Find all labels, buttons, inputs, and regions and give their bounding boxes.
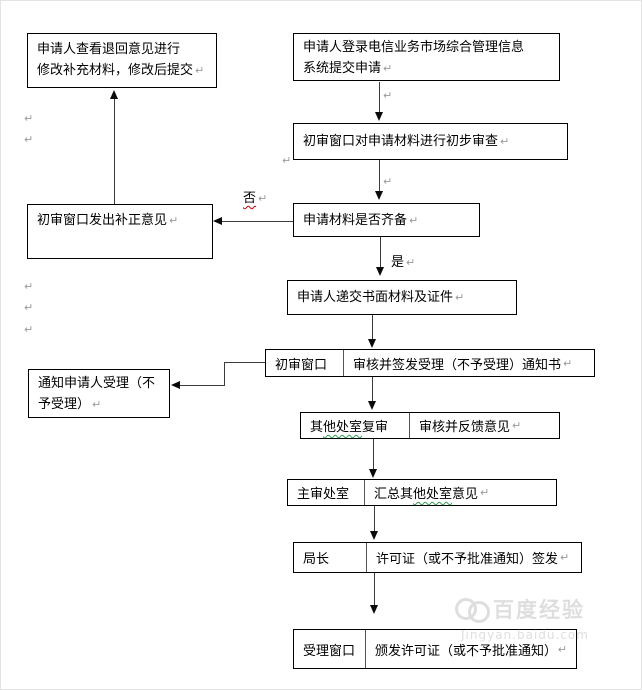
flow-row-accept-window: 受理窗口 颁发许可证（或不予批准通知）↵: [293, 629, 577, 669]
flow-row-initial-window: 初审窗口 审核并签发受理（不予受理）通知书↵: [265, 349, 595, 377]
flow-box-notify-line2: 予受理）↵: [38, 397, 102, 412]
pilcrow-mark: ↵: [383, 62, 393, 75]
flow-box-correction-notice-label: 初审窗口发出补正意见: [37, 213, 168, 228]
pilcrow-mark: ↵: [500, 135, 510, 148]
arrowhead-down-icon: [375, 191, 383, 200]
connector-submit-to-window: [372, 315, 373, 339]
flow-row-initial-window-role: 初审窗口: [275, 357, 328, 373]
flow-box-revise-line1: 申请人查看退回意见进行: [37, 42, 181, 57]
flow-row-main-office: 主审处室 汇总其他处室意见↵: [287, 479, 557, 506]
flow-box-revise-resubmit: 申请人查看退回意见进行 修改补充材料，修改后提交↵: [27, 33, 217, 88]
pilcrow-mark: ↵: [563, 356, 573, 370]
flow-box-submit-paper-label: 申请人递交书面材料及证件: [297, 290, 454, 305]
connector-correction-to-revise: [114, 99, 115, 204]
flow-row-accept-window-action: 颁发许可证（或不予批准通知）↵: [365, 630, 576, 668]
pilcrow-mark: ↵: [24, 301, 34, 314]
flow-box-preliminary-review: 初审窗口对申请材料进行初步审查↵: [293, 123, 568, 160]
connector-notify-elbow-vertical: [224, 362, 225, 386]
arrowhead-down-icon: [370, 531, 378, 540]
spellcheck-wavy-green: 他处室: [323, 420, 363, 435]
connector-login-to-review: [379, 82, 380, 112]
connector-main-to-director: [374, 506, 375, 531]
flow-box-notify-line1: 通知申请人受理（不: [38, 376, 156, 391]
pilcrow-mark: ↵: [169, 214, 179, 227]
flow-box-login-system: 申请人登录电信业务市场综合管理信息 系统提交申请↵: [293, 33, 560, 81]
flow-row-director-role: 局长: [303, 552, 330, 567]
flow-row-other-offices: 其他处室复审 审核并反馈意见↵: [300, 412, 560, 439]
flow-box-revise-line2: 修改补充材料，修改后提交↵: [37, 63, 205, 78]
branch-label-no: 否↵: [243, 191, 268, 206]
flow-box-materials-complete-label: 申请材料是否齐备: [303, 212, 408, 228]
pilcrow-mark: ↵: [383, 175, 393, 188]
flow-row-main-office-action: 汇总其他处室意见↵: [364, 480, 556, 505]
flow-row-director-action: 许可证（或不予批准通知）签发↵: [366, 543, 581, 572]
pilcrow-mark: ↵: [560, 551, 570, 564]
arrowhead-down-icon: [369, 469, 377, 478]
pilcrow-mark: ↵: [24, 112, 34, 125]
flow-row-other-offices-action: 审核并反馈意见↵: [409, 413, 559, 438]
arrowhead-down-icon: [368, 339, 376, 348]
arrowhead-down-icon: [370, 605, 378, 614]
arrowhead-left-icon: [171, 381, 180, 389]
watermark-rings-icon: [455, 596, 490, 623]
pilcrow-mark: ↵: [92, 398, 102, 411]
spellcheck-wavy-green: 他处室: [413, 487, 453, 502]
pilcrow-mark: ↵: [258, 192, 268, 205]
flow-box-notify-applicant: 通知申请人受理（不 予受理）↵: [28, 369, 170, 418]
pilcrow-mark: ↵: [557, 642, 567, 656]
flow-box-preliminary-review-label: 初审窗口对申请材料进行初步审查: [303, 134, 499, 149]
flow-box-submit-paper: 申请人递交书面材料及证件↵: [287, 280, 517, 315]
flow-row-director: 局长 许可证（或不予批准通知）签发↵: [293, 542, 582, 573]
arrowhead-down-icon: [376, 267, 384, 276]
flow-row-main-office-role: 主审处室: [297, 487, 350, 502]
flow-box-login-line1: 申请人登录电信业务市场综合管理信息: [303, 40, 525, 55]
connector-offices-to-main: [373, 439, 374, 469]
flow-row-initial-window-action: 审核并签发受理（不予受理）通知书↵: [343, 350, 594, 376]
flow-box-correction-notice: 初审窗口发出补正意见↵: [27, 204, 213, 259]
pilcrow-mark: ↵: [383, 89, 393, 102]
flow-box-materials-complete: 申请材料是否齐备↵: [293, 203, 480, 237]
pilcrow-mark: ↵: [512, 419, 522, 432]
pilcrow-mark: ↵: [455, 291, 465, 304]
connector-check-to-submit: [380, 237, 381, 267]
connector-window-to-offices: [372, 377, 373, 401]
branch-label-yes: 是↵: [391, 255, 416, 270]
arrowhead-up-icon: [110, 90, 118, 99]
flow-row-other-offices-role: 其他处室复审: [301, 413, 409, 438]
arrowhead-left-icon: [213, 217, 222, 225]
pilcrow-mark: ↵: [24, 133, 34, 146]
pilcrow-mark: ↵: [24, 323, 34, 336]
watermark-title: 百度经验: [493, 598, 585, 622]
pilcrow-mark: ↵: [195, 64, 205, 77]
flow-row-accept-window-role: 受理窗口: [303, 643, 356, 659]
arrowhead-down-icon: [368, 401, 376, 410]
connector-review-to-check: [379, 160, 380, 191]
pilcrow-mark: ↵: [24, 280, 34, 293]
pilcrow-mark: ↵: [409, 213, 419, 227]
pilcrow-mark: ↵: [282, 154, 292, 167]
arrowhead-down-icon: [375, 112, 383, 121]
connector-notify-elbow-bottom: [180, 385, 225, 386]
flow-box-login-line2: 系统提交申请↵: [303, 61, 393, 76]
pilcrow-mark: ↵: [480, 486, 490, 499]
connector-notify-elbow-top: [224, 362, 265, 363]
connector-no-branch: [222, 221, 293, 222]
connector-director-to-accept: [374, 573, 375, 605]
pilcrow-mark: ↵: [406, 256, 416, 269]
